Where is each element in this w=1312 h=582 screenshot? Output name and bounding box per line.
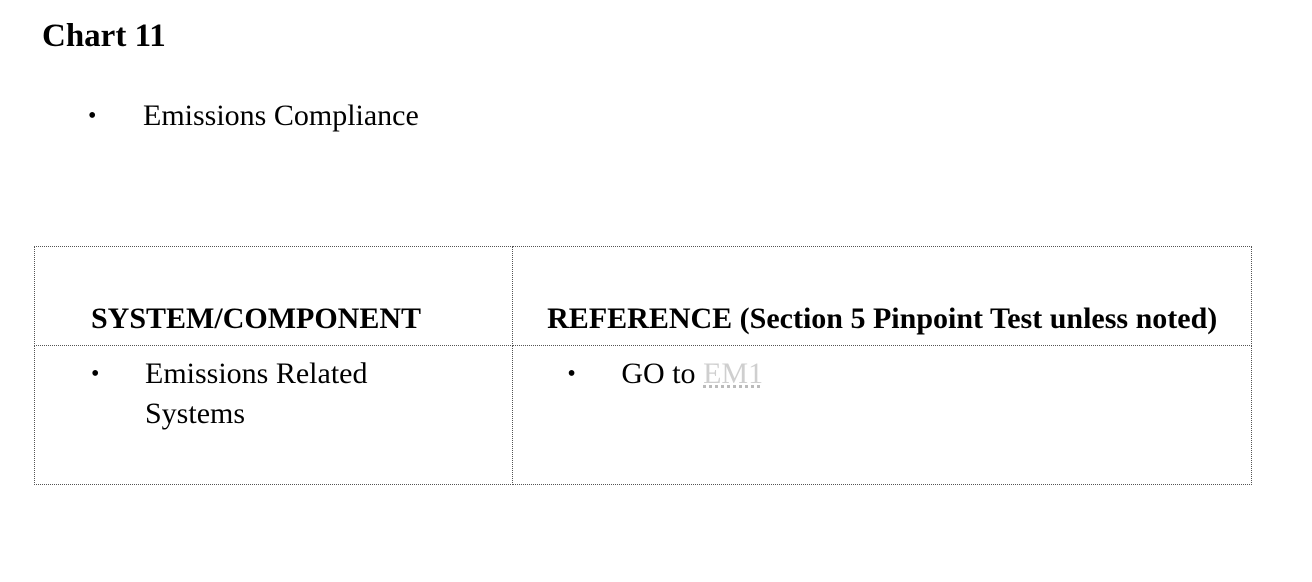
column-header-system: SYSTEM/COMPONENT — [33, 246, 514, 346]
table-header-row: SYSTEM/COMPONENT REFERENCE (Section 5 Pi… — [33, 246, 1252, 346]
column-header-reference: REFERENCE (Section 5 Pinpoint Test unles… — [512, 246, 1252, 346]
bullet-icon: • — [91, 361, 100, 387]
list-item: • GO to EM1 — [567, 354, 1251, 394]
cell-list: • GO to EM1 — [513, 354, 1251, 394]
intro-list: • Emissions Compliance — [88, 94, 419, 138]
list-item: • Emissions Compliance — [88, 94, 419, 138]
system-text: Emissions Related Systems — [145, 357, 368, 430]
reference-text: GO to EM1 — [621, 354, 763, 394]
list-item: • Emissions Related Systems — [91, 354, 512, 434]
cell-list: • Emissions Related Systems — [35, 354, 512, 434]
page-title: Chart 11 — [42, 18, 166, 54]
table-cell-reference: • GO to EM1 — [512, 345, 1252, 485]
reference-table: SYSTEM/COMPONENT REFERENCE (Section 5 Pi… — [33, 246, 1252, 485]
em1-link[interactable]: EM1 — [703, 357, 764, 390]
table-cell-system: • Emissions Related Systems — [33, 345, 514, 485]
table-row: • Emissions Related Systems • GO to EM1 — [33, 345, 1252, 485]
list-item-text: Emissions Compliance — [143, 99, 419, 132]
reference-prefix: GO to — [621, 357, 696, 390]
bullet-icon: • — [567, 361, 576, 387]
bullet-icon: • — [88, 103, 97, 129]
